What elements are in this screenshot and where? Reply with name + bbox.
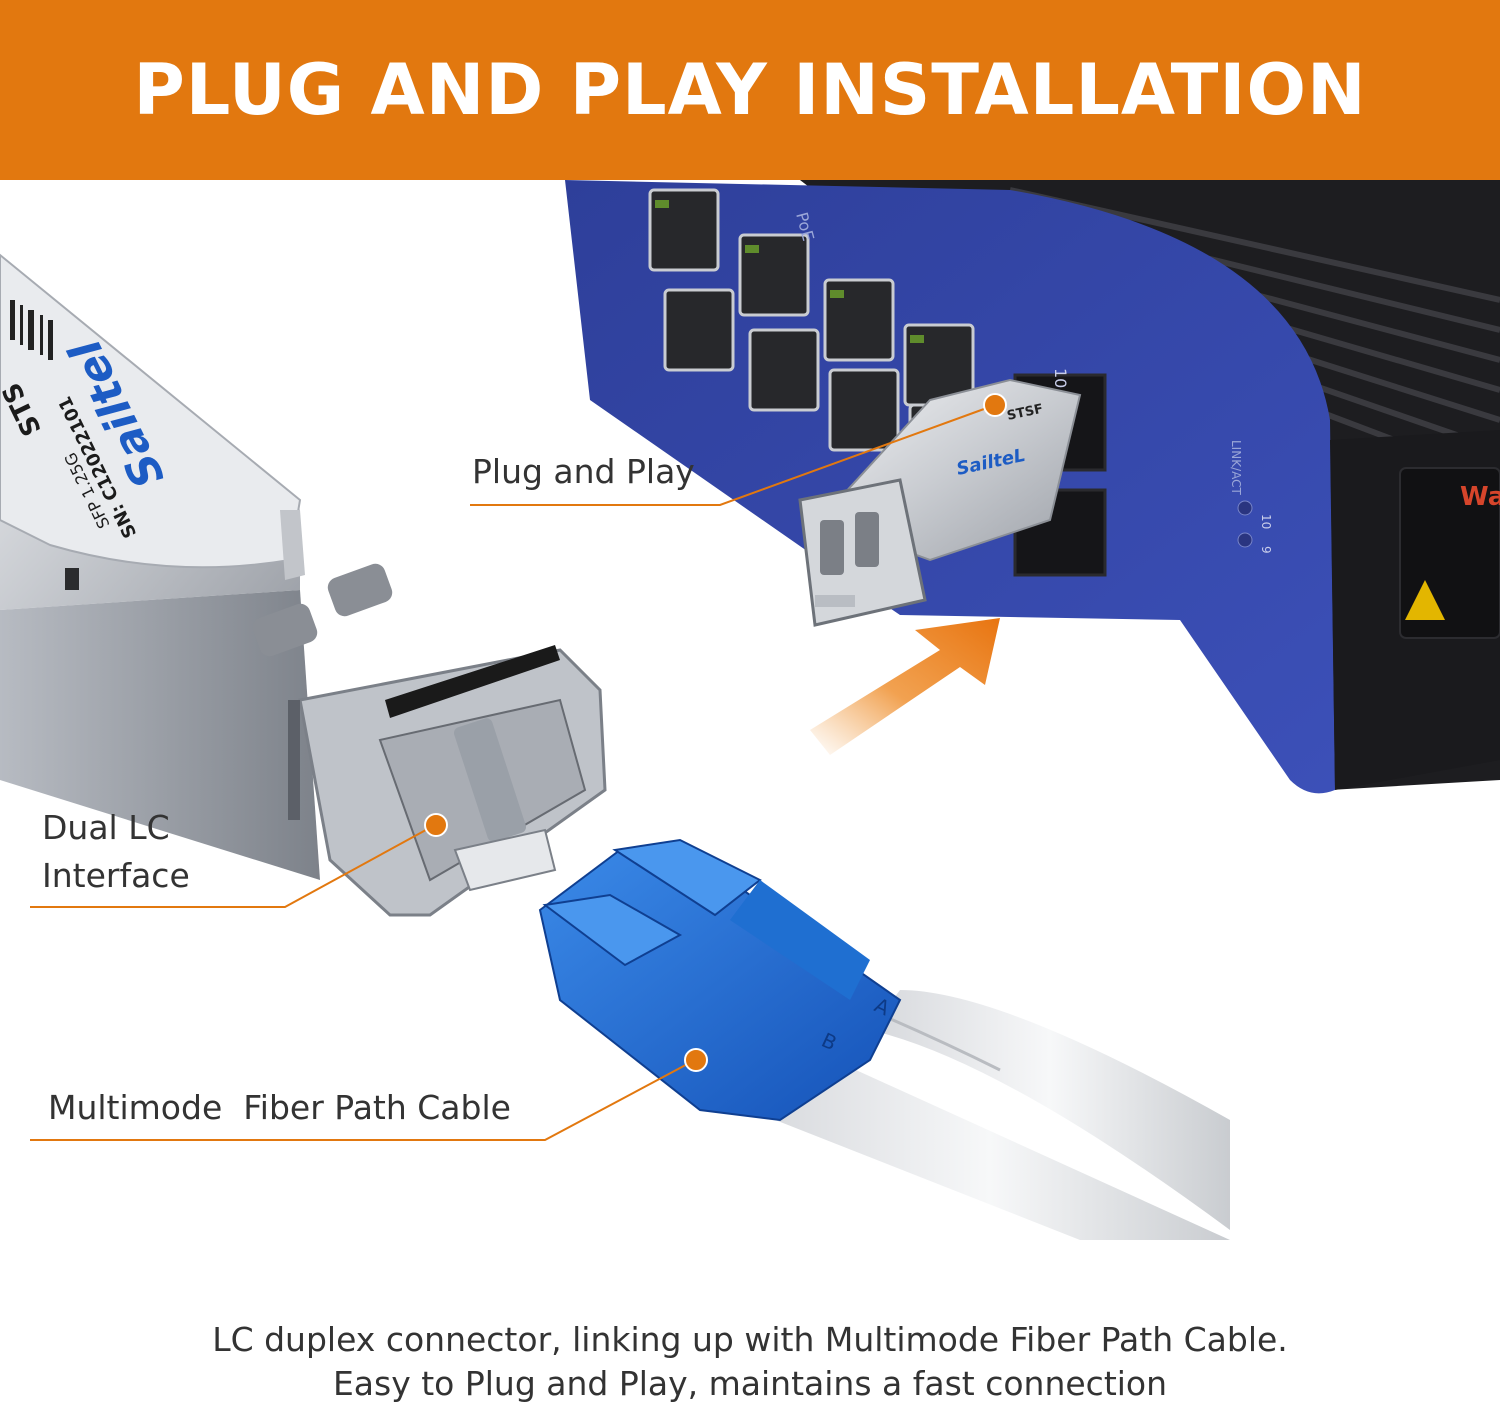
insert-arrow xyxy=(810,618,1000,755)
model-label-small: STSF xyxy=(1006,402,1045,424)
led-label-9: 9 xyxy=(1259,546,1273,554)
callout-label-plug-and-play: Plug and Play xyxy=(472,452,695,491)
lc-duplex-connector: A B xyxy=(538,838,902,1122)
warning-label: Wa xyxy=(1460,482,1500,512)
header-banner: PLUG AND PLAY INSTALLATION xyxy=(0,0,1500,180)
port-number-label: 10 xyxy=(1051,368,1070,388)
sfp-module-installed: SailteL STSF xyxy=(798,378,1082,627)
bottom-caption: LC duplex connector, linking up with Mul… xyxy=(0,1318,1500,1406)
caption-line-2: Easy to Plug and Play, maintains a fast … xyxy=(332,1364,1168,1403)
callout-plug-and-play xyxy=(470,393,1007,506)
caption-line-1: LC duplex connector, linking up with Mul… xyxy=(212,1320,1288,1359)
callout-label-dual-lc: Dual LC Interface xyxy=(42,804,190,900)
sfp-module-closeup: Sailtel SN: C12022101 SFP 1.25G STS xyxy=(0,253,607,917)
callout-label-dual-lc-line1: Dual LC xyxy=(42,808,170,847)
page-title: PLUG AND PLAY INSTALLATION xyxy=(133,49,1367,131)
product-illustration: Wa PoE 10 LINK/ACT 10 9 xyxy=(0,180,1500,1240)
led-label-10: 10 xyxy=(1259,514,1273,529)
led-header-label: LINK/ACT xyxy=(1229,440,1243,495)
callout-label-cable: Multimode Fiber Path Cable xyxy=(48,1088,511,1127)
callout-dual-lc xyxy=(30,813,448,908)
callout-label-dual-lc-line2: Interface xyxy=(42,856,190,895)
callout-cable xyxy=(30,1048,708,1141)
